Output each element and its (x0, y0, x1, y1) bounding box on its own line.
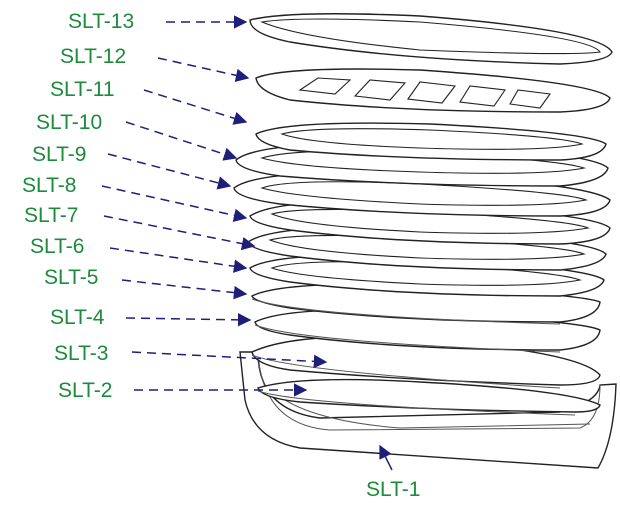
label-slt-1: SLT-1 (366, 478, 420, 501)
label-slt-3: SLT-3 (54, 342, 108, 365)
slt-13-top-frame (249, 13, 613, 65)
label-slt-5: SLT-5 (44, 266, 98, 289)
label-slt-10: SLT-10 (36, 111, 102, 134)
slt-2-plate (257, 378, 601, 416)
arrow-slt-7 (103, 215, 256, 251)
slt-11-ring (255, 122, 607, 161)
label-slt-4: SLT-4 (50, 306, 105, 329)
label-slt-2: SLT-2 (58, 379, 112, 402)
arrow-slt-4 (125, 313, 252, 327)
label-slt-13: SLT-13 (68, 10, 134, 33)
arrow-slt-9 (107, 153, 232, 190)
arrow-slt-8 (101, 185, 248, 222)
arrow-slt-1 (379, 444, 393, 471)
arrow-slt-3 (131, 351, 328, 369)
label-slt-9: SLT-9 (32, 143, 86, 166)
slt-12-window-plate (255, 68, 611, 113)
label-slt-6: SLT-6 (30, 235, 84, 258)
arrow-slt-11 (143, 89, 248, 125)
arrow-slt-10 (125, 121, 238, 161)
label-slt-11: SLT-11 (50, 78, 115, 101)
arrow-slt-5 (121, 279, 248, 300)
arrow-slt-12 (157, 57, 250, 82)
arrow-slt-6 (109, 247, 248, 273)
label-slt-7: SLT-7 (24, 204, 78, 227)
label-slt-12: SLT-12 (60, 45, 126, 68)
label-slt-8: SLT-8 (22, 174, 76, 197)
